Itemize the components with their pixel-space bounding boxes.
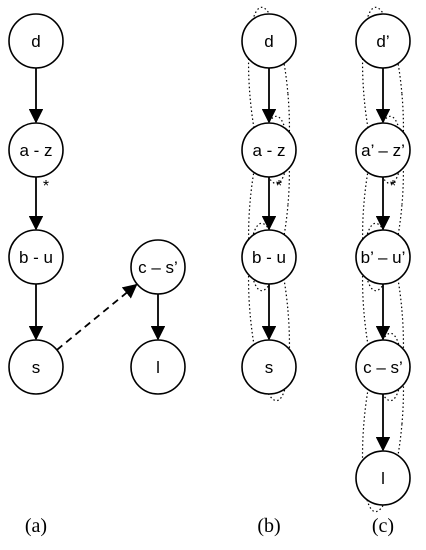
node-label: b’ – u’ [361, 248, 406, 267]
edge-label: * [390, 178, 396, 195]
node-circle [355, 339, 411, 395]
group-ellipse [247, 115, 291, 292]
node-label: d [264, 32, 273, 51]
graph-node: a - z [8, 122, 64, 178]
dashed-arrow [56, 283, 138, 351]
graph-node: d’ [355, 13, 411, 69]
panel-captions: (a) (b) (c) [25, 515, 394, 537]
graph-node: d [241, 13, 297, 69]
node-label: a - z [252, 141, 285, 160]
node-circle [241, 13, 297, 69]
node-circle [241, 122, 297, 178]
graph-node: b’ – u’ [355, 229, 411, 285]
node-circle [241, 229, 297, 285]
graph-node: c – s’ [355, 339, 411, 395]
node-label: b - u [19, 248, 53, 267]
node-label: a’ – z’ [361, 141, 405, 160]
node-circle [8, 13, 64, 69]
graph-node: s [241, 339, 297, 395]
node-label: s [265, 358, 274, 377]
node-label: a - z [19, 141, 52, 160]
node-label: c – s’ [363, 358, 403, 377]
graph-node: b - u [8, 229, 64, 285]
group-ellipse [361, 115, 405, 292]
node-label: d’ [376, 32, 389, 51]
graph-node: s [8, 339, 64, 395]
node-circle [355, 122, 411, 178]
group-ellipse [361, 222, 405, 402]
nodes: d a - z b - u s c – s’ l d a - z b - u s d’ a’ – z’… [8, 13, 411, 506]
grouping-ellipses [247, 6, 405, 513]
group-ellipse [361, 332, 405, 513]
node-label: l [381, 469, 385, 488]
node-circle [8, 339, 64, 395]
panel-caption: (c) [372, 515, 394, 537]
graph-node: d [8, 13, 64, 69]
node-circle [8, 229, 64, 285]
node-label: c – s’ [138, 258, 178, 277]
edge-label: * [43, 178, 49, 195]
panel-caption: (b) [257, 515, 280, 537]
panel-caption: (a) [25, 515, 47, 537]
graph-node: a’ – z’ [355, 122, 411, 178]
node-label: d [31, 32, 40, 51]
node-label: b - u [252, 248, 286, 267]
node-circle [8, 122, 64, 178]
node-circle [355, 450, 411, 506]
node-circle [355, 13, 411, 69]
node-circle [130, 239, 186, 295]
graph-node: c – s’ [130, 239, 186, 295]
node-label: s [32, 358, 41, 377]
node-circle [355, 229, 411, 285]
graph-node: a - z [241, 122, 297, 178]
group-ellipse [247, 6, 291, 185]
group-ellipse [247, 222, 291, 402]
edge-label: * [276, 178, 282, 195]
graph-node: l [130, 339, 186, 395]
group-ellipse [361, 6, 405, 185]
node-label: l [156, 358, 160, 377]
node-circle [130, 339, 186, 395]
node-circle [241, 339, 297, 395]
edges: * * * [28, 68, 396, 452]
graph-node: b - u [241, 229, 297, 285]
graph-node: l [355, 450, 411, 506]
